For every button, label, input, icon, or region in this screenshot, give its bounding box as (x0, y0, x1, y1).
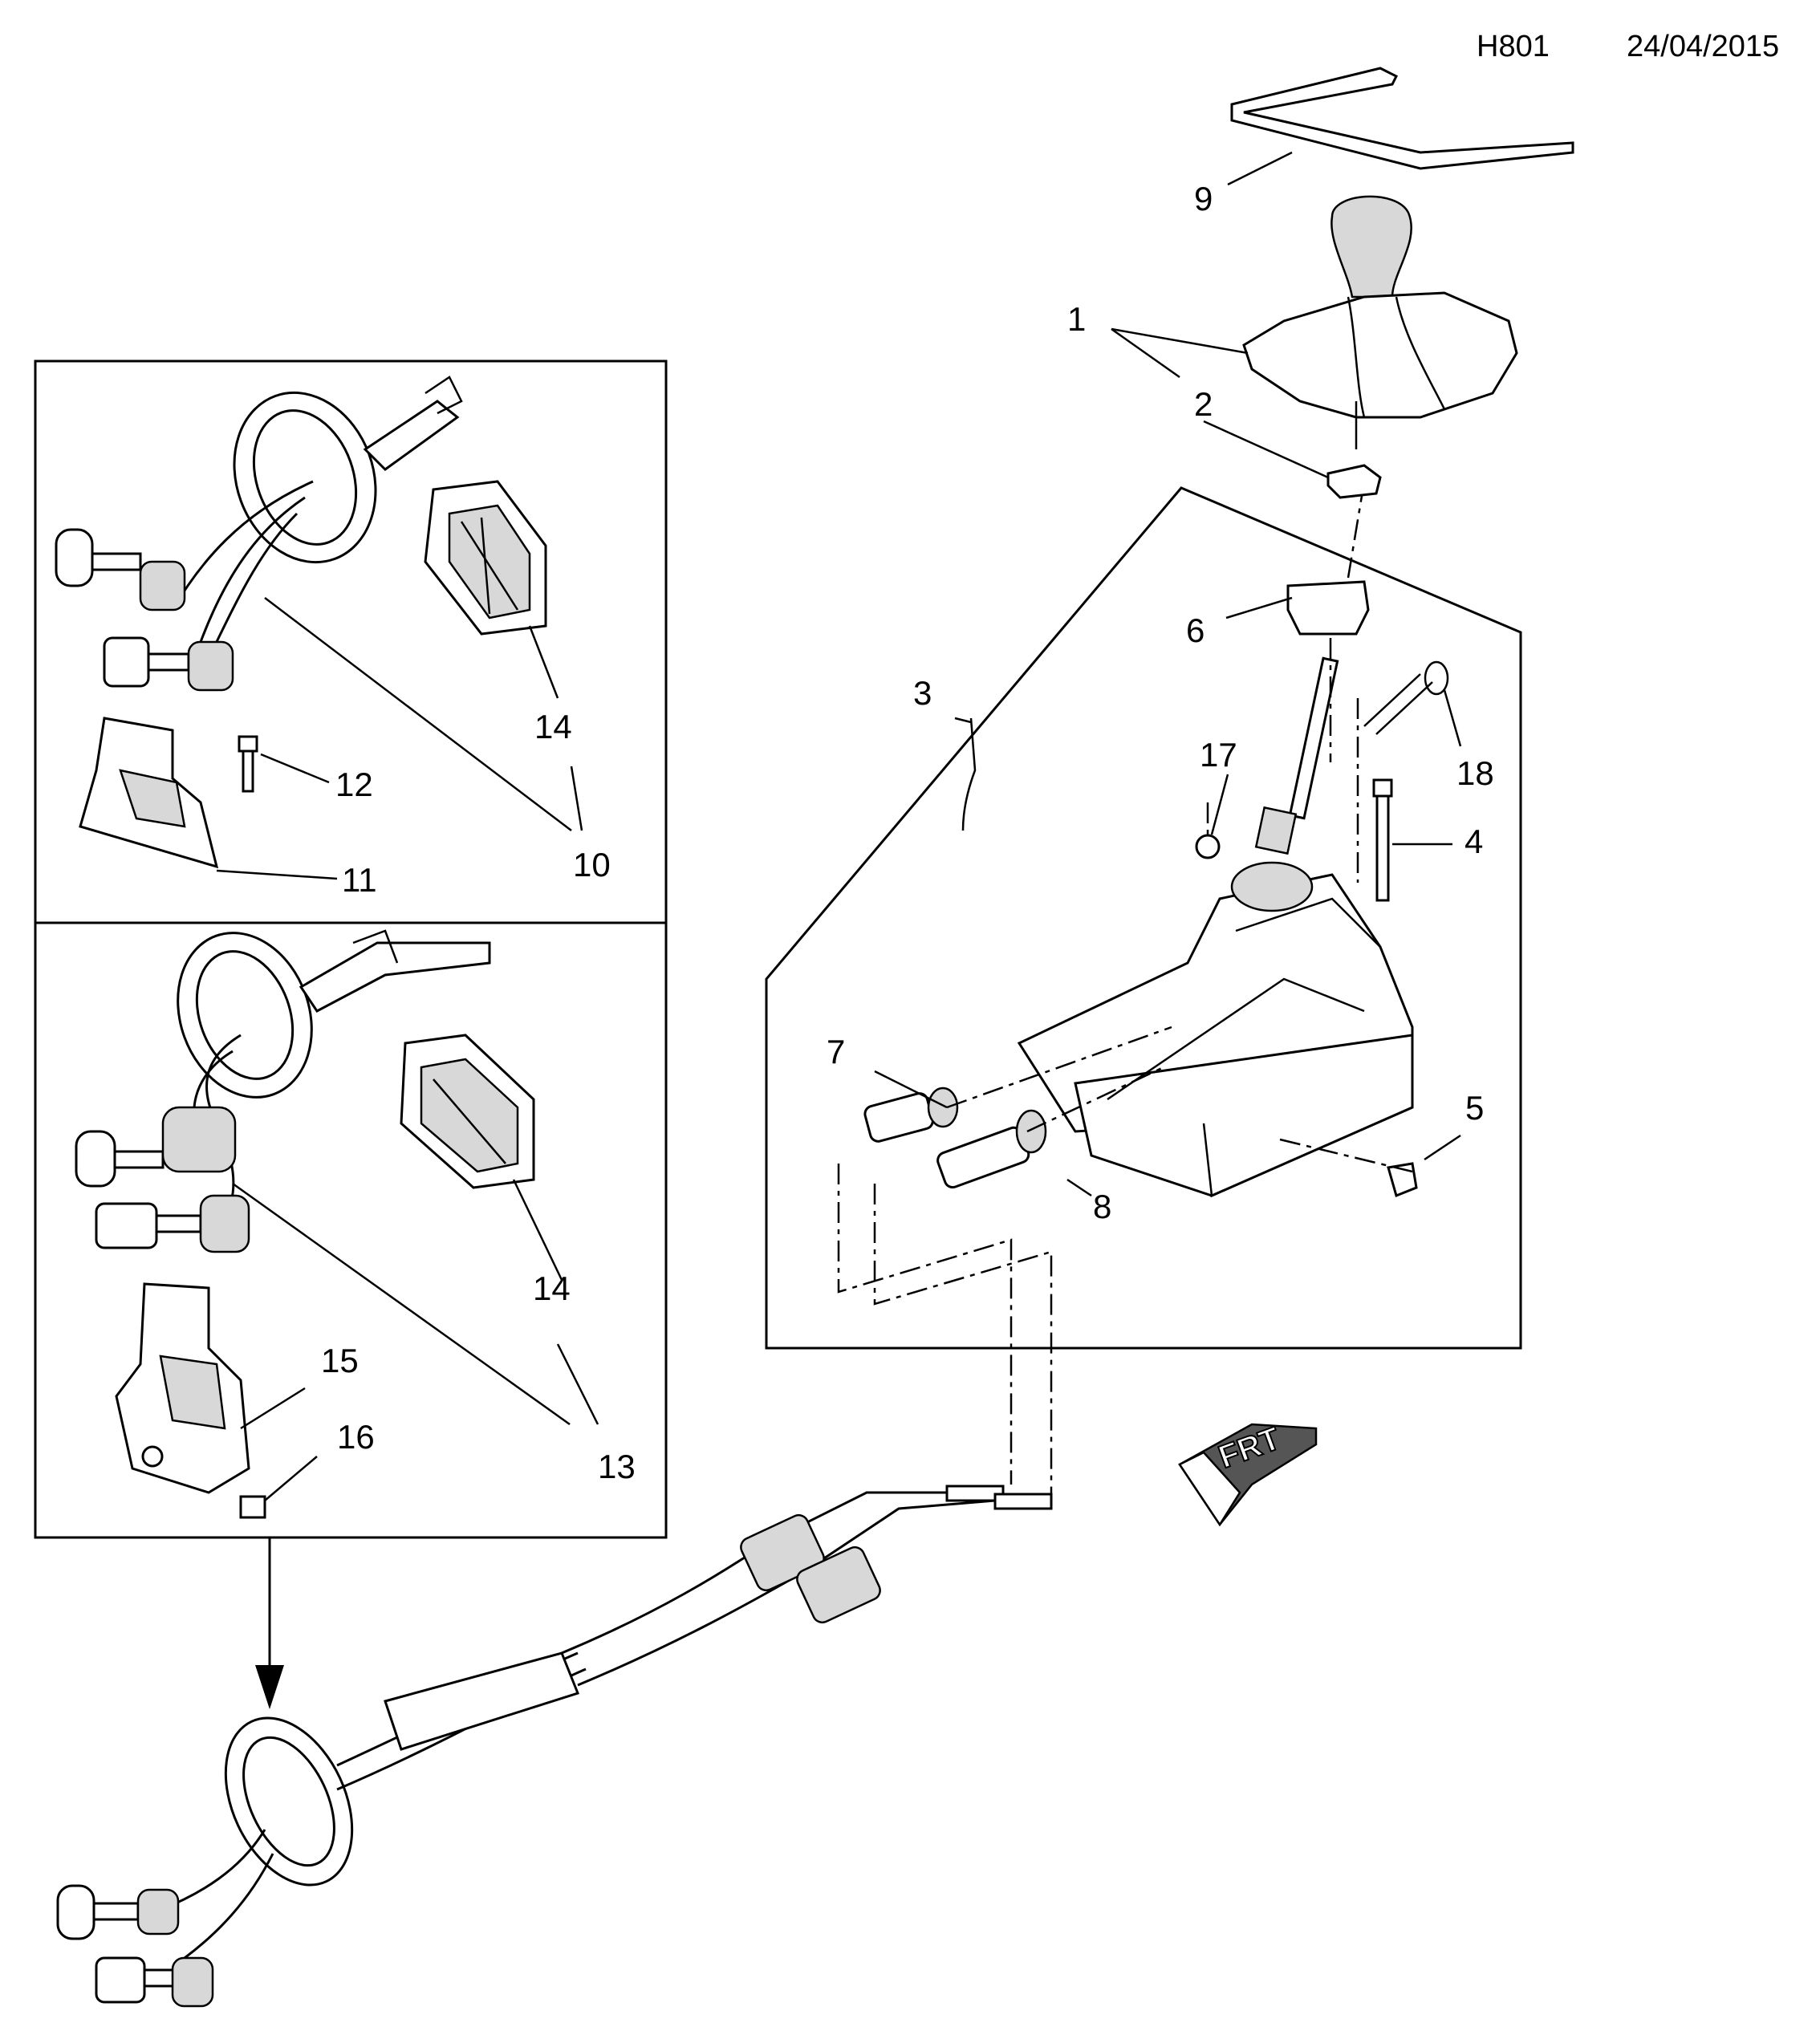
shift-knob-and-boot-part-1 (1242, 195, 1518, 449)
front-direction-arrow-icon: FRT (1178, 1420, 1318, 1527)
cable-end-b-lower (95, 1194, 250, 1253)
diagram-date: 24/04/2015 (1627, 30, 1779, 63)
callout-17: 17 (1200, 736, 1237, 774)
callout-14-b: 14 (533, 1269, 571, 1307)
connector-part-8 (936, 1109, 1047, 1189)
cable-end-main-lower (95, 1956, 214, 2008)
clip-part-17 (1195, 834, 1221, 859)
cable-thread-lower (993, 1493, 1053, 1510)
callout-4: 4 (1465, 823, 1483, 860)
down-arrow-icon (255, 1665, 284, 1709)
callout-11: 11 (342, 861, 377, 899)
bolt-part-12 (238, 735, 258, 793)
nut-part-16 (239, 1495, 266, 1519)
retainer-part-2 (1326, 464, 1382, 499)
callout-10: 10 (573, 846, 611, 883)
detail-box-cable-variant-a: 14 12 11 10 (34, 359, 668, 924)
callout-16: 16 (337, 1418, 375, 1456)
connector-part-7 (863, 1087, 959, 1143)
callout-13: 13 (598, 1448, 636, 1485)
callout-8: 8 (1093, 1188, 1111, 1225)
cable-adjuster-lower (796, 1546, 881, 1624)
callout-5: 5 (1465, 1089, 1484, 1127)
bolt-part-4 (1372, 778, 1393, 902)
callout-3: 3 (913, 674, 932, 712)
detail-box-cable-variant-b: 14 15 16 13 (34, 921, 668, 1539)
callout-15: 15 (321, 1342, 359, 1379)
bezel-part-14-a (424, 480, 547, 636)
callout-2: 2 (1194, 385, 1213, 423)
collar-part-6 (1286, 580, 1370, 636)
cable-end-upper (55, 528, 186, 611)
callout-14-a: 14 (534, 708, 572, 745)
bracket-part-15 (115, 1282, 250, 1494)
grommet-part (233, 376, 463, 564)
bezel-part-14-b (400, 1034, 535, 1189)
diagram-code: H801 (1477, 30, 1550, 63)
shift-cable-assembly (56, 1485, 1053, 2008)
callout-18: 18 (1456, 754, 1494, 792)
shifter-assembly-box: 3 7 8 6 17 18 4 5 (765, 481, 1522, 1350)
cable-sleeve (384, 1651, 579, 1751)
callout-1: 1 (1067, 300, 1086, 338)
grommet-part-b (177, 929, 491, 1099)
cable-end-lower (103, 636, 234, 692)
cable-end-main-upper (56, 1884, 180, 1940)
callout-9: 9 (1194, 180, 1213, 217)
callout-7: 7 (827, 1033, 845, 1070)
cable-end-b-upper (75, 1106, 237, 1188)
callout-12: 12 (335, 766, 373, 803)
shifter-housing (1017, 861, 1414, 1198)
trim-bezel-part-9 (1230, 67, 1574, 170)
callout-6: 6 (1186, 611, 1205, 649)
bracket-part-11 (79, 717, 219, 869)
shift-lever (1254, 656, 1339, 855)
spring-part-18 (1363, 660, 1449, 735)
